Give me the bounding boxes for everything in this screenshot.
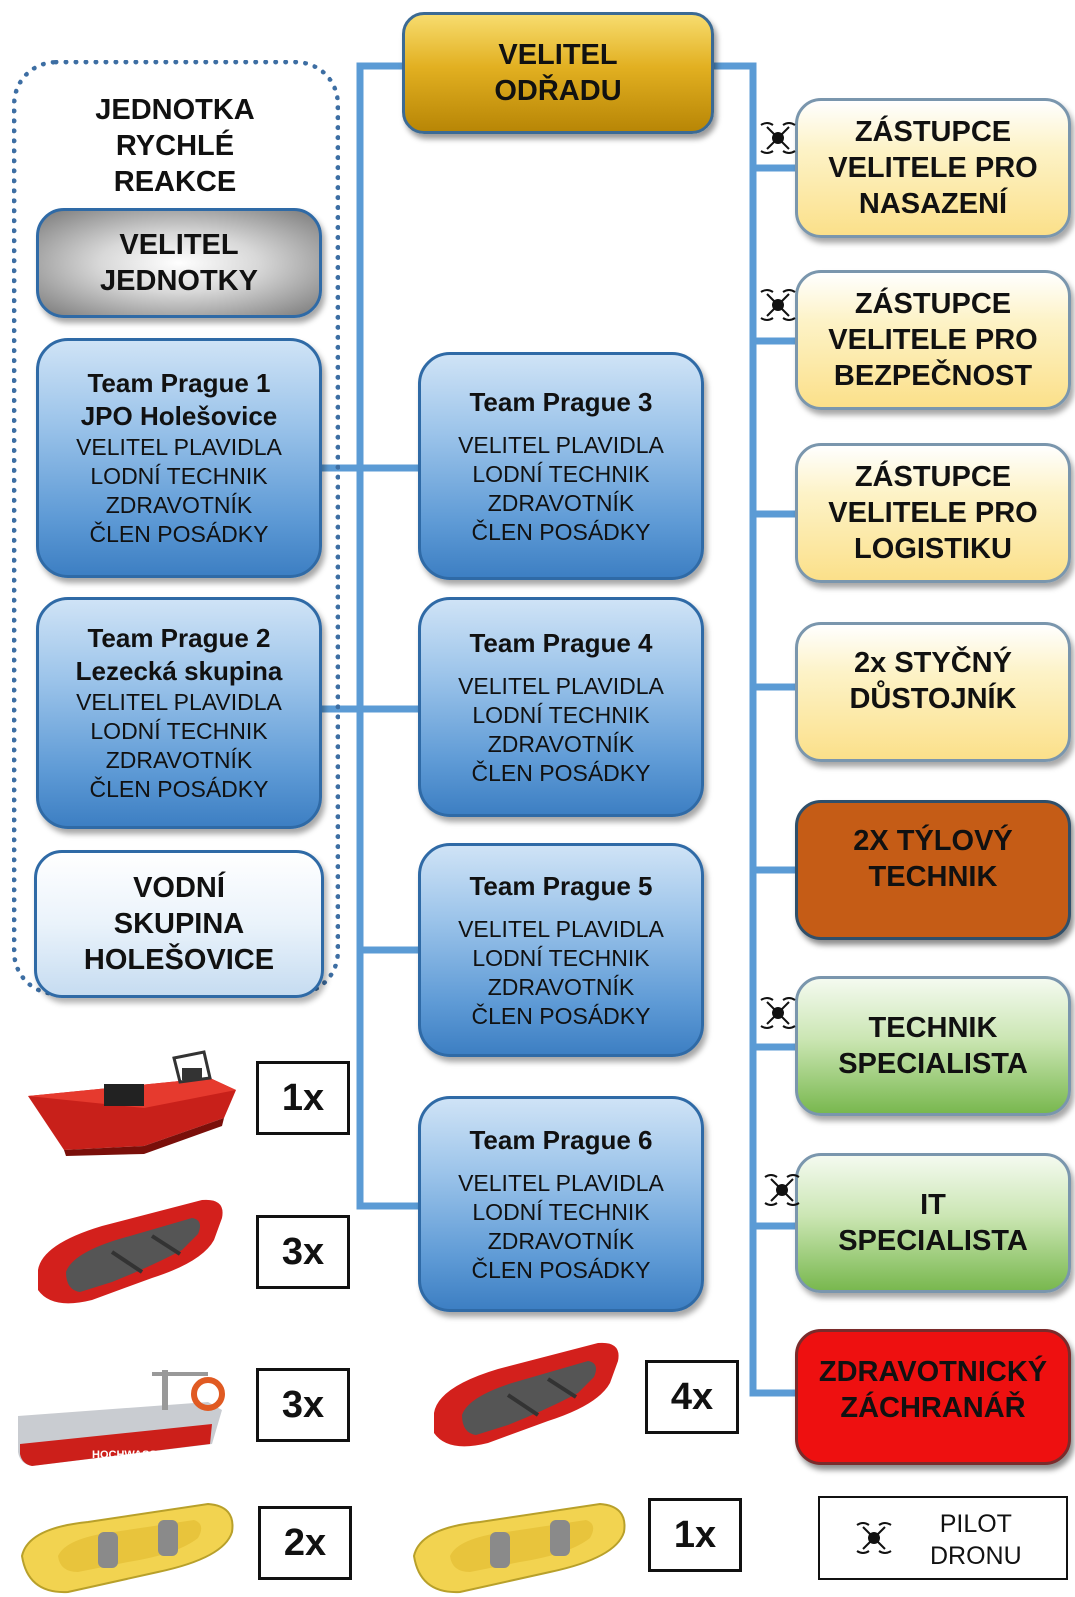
- team-prague-6-box: Team Prague 6 VELITEL PLAVIDLA LODNÍ TEC…: [418, 1096, 704, 1312]
- deputy-safety-box: ZÁSTUPCE VELITELE PRO BEZPEČNOST: [795, 270, 1071, 410]
- drone-icon: [760, 997, 796, 1029]
- motorboat-image: [28, 1050, 236, 1156]
- rapid-unit-title: JEDNOTKA RYCHLÉ REAKCE: [95, 94, 255, 198]
- boat-count: 3x: [256, 1215, 350, 1289]
- team-prague-5-box: Team Prague 5 VELITEL PLAVIDLA LODNÍ TEC…: [418, 843, 704, 1057]
- boat-count: 4x: [645, 1360, 739, 1434]
- legend: PILOT DRONU: [818, 1496, 1068, 1580]
- deputy-logistics-box: ZÁSTUPCE VELITELE PRO LOGISTIKU: [795, 443, 1071, 583]
- drone-icon: [856, 1522, 892, 1554]
- drone-icon: [760, 122, 796, 154]
- liaison-officer-box: 2x STYČNÝ DŮSTOJNÍK: [795, 622, 1071, 762]
- hull-label: HOCHWASSERBOOT: [92, 1449, 204, 1461]
- inflatable-boat-image: [38, 1199, 223, 1304]
- water-group-box: VODNÍ SKUPINA HOLEŠOVICE: [34, 850, 324, 998]
- drone-icon: [760, 289, 796, 321]
- boat-count: 3x: [256, 1368, 350, 1442]
- deputy-deployment-box: ZÁSTUPCE VELITELE PRO NASAZENÍ: [795, 98, 1071, 238]
- boat-count: 1x: [256, 1061, 350, 1135]
- raft-image: [412, 1502, 626, 1594]
- unit-commander-box: VELITEL JEDNOTKY: [36, 208, 322, 318]
- flood-boat-image: HOCHWASSERBOOT: [18, 1370, 225, 1466]
- team-prague-1-box: Team Prague 1 JPO Holešovice VELITEL PLA…: [36, 338, 322, 578]
- team-prague-4-box: Team Prague 4 VELITEL PLAVIDLA LODNÍ TEC…: [418, 597, 704, 817]
- team-prague-3-box: Team Prague 3 VELITEL PLAVIDLA LODNÍ TEC…: [418, 352, 704, 580]
- team-prague-2-box: Team Prague 2 Lezecká skupina VELITEL PL…: [36, 597, 322, 829]
- it-specialist-box: IT SPECIALISTA: [795, 1153, 1071, 1293]
- boat-count: 2x: [258, 1506, 352, 1580]
- technical-specialist-box: TECHNIK SPECIALISTA: [795, 976, 1071, 1116]
- rear-technician-box: 2X TÝLOVÝ TECHNIK: [795, 800, 1071, 940]
- drone-icon: [764, 1174, 800, 1206]
- raft-image: [20, 1502, 234, 1594]
- inflatable-boat-image: [434, 1342, 619, 1447]
- legend-label: PILOT DRONU: [930, 1510, 1022, 1570]
- boat-count: 1x: [648, 1498, 742, 1572]
- paramedic-box: ZDRAVOTNICKÝ ZÁCHRANÁŘ: [795, 1329, 1071, 1465]
- commander-box: VELITEL ODŘADU: [402, 12, 714, 134]
